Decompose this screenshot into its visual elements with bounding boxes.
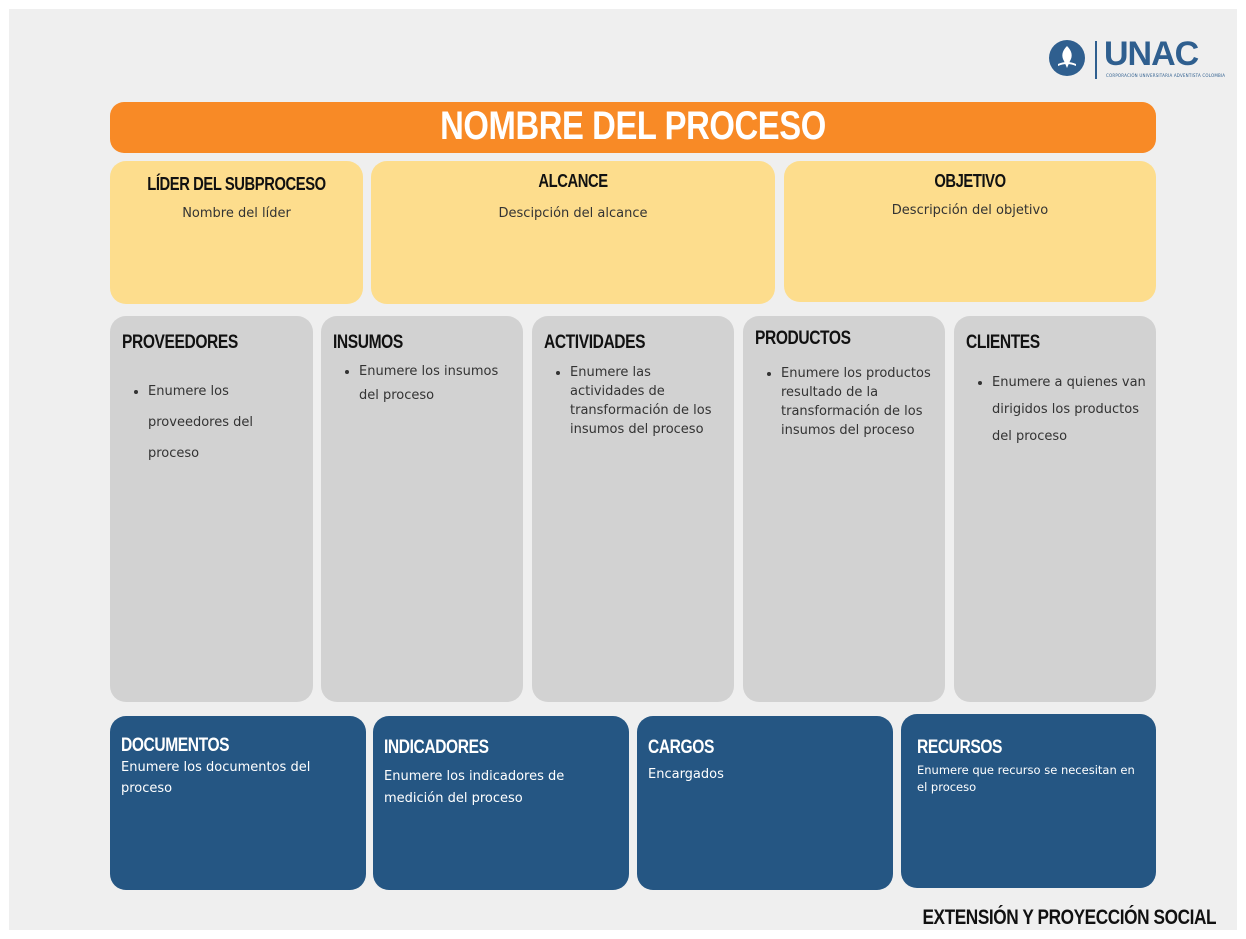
list-item: Enumere a quienes van dirigidos los prod…: [992, 369, 1146, 450]
process-title: NOMBRE DEL PROCESO: [440, 104, 826, 148]
resources-box: RECURSOS Enumere que recurso se necesita…: [901, 714, 1156, 888]
resources-heading: RECURSOS: [917, 737, 1003, 758]
products-heading: PRODUCTOS: [755, 328, 851, 349]
inputs-column: INSUMOS Enumere los insumos del proceso: [321, 316, 523, 702]
leader-text: Nombre del líder: [182, 206, 291, 221]
process-title-bar: NOMBRE DEL PROCESO: [110, 102, 1156, 153]
process-sheet: UNAC CORPORACIÓN UNIVERSITARIA ADVENTIST…: [9, 9, 1237, 930]
documents-heading: DOCUMENTOS: [121, 735, 230, 756]
inputs-list: Enumere los insumos del proceso: [333, 360, 513, 408]
resources-text: Enumere que recurso se necesitan en el p…: [917, 763, 1135, 794]
indicators-text: Enumere los indicadores de medición del …: [384, 769, 565, 806]
logo-subtitle: CORPORACIÓN UNIVERSITARIA ADVENTISTA COL…: [1106, 73, 1226, 78]
suppliers-column: PROVEEDORES Enumere los proveedores del …: [110, 316, 313, 702]
list-item: Enumere las actividades de transformació…: [570, 363, 724, 439]
objective-box: OBJETIVO Descripción del objetivo: [784, 161, 1156, 302]
footer-department: EXTENSIÓN Y PROYECCIÓN SOCIAL: [922, 906, 1216, 929]
indicators-heading: INDICADORES: [384, 737, 489, 758]
products-column: PRODUCTOS Enumere los productos resultad…: [743, 316, 945, 702]
logo-separator: [1095, 41, 1097, 79]
activities-heading: ACTIVIDADES: [544, 332, 646, 353]
leader-heading: LÍDER DEL SUBPROCESO: [147, 174, 326, 194]
products-list: Enumere los productos resultado de la tr…: [755, 364, 935, 440]
objective-heading: OBJETIVO: [934, 171, 1006, 191]
scope-text: Descipción del alcance: [498, 206, 648, 221]
clients-column: CLIENTES Enumere a quienes van dirigidos…: [954, 316, 1156, 702]
logo-wordmark: UNAC: [1104, 35, 1199, 73]
activities-column: ACTIVIDADES Enumere las actividades de t…: [532, 316, 734, 702]
positions-heading: CARGOS: [648, 737, 714, 758]
positions-box: CARGOS Encargados: [637, 716, 893, 890]
clients-heading: CLIENTES: [966, 332, 1040, 353]
suppliers-heading: PROVEEDORES: [122, 332, 238, 353]
documents-box: DOCUMENTOS Enumere los documentos del pr…: [110, 716, 366, 890]
documents-text: Enumere los documentos del proceso: [121, 760, 311, 796]
list-item: Enumere los insumos del proceso: [359, 360, 513, 408]
leader-box: LÍDER DEL SUBPROCESO Nombre del líder: [110, 161, 363, 304]
logo-emblem-icon: [1049, 40, 1085, 76]
scope-box: ALCANCE Descipción del alcance: [371, 161, 775, 304]
objective-text: Descripción del objetivo: [891, 203, 1049, 218]
activities-list: Enumere las actividades de transformació…: [544, 363, 724, 439]
positions-text: Encargados: [648, 767, 724, 782]
suppliers-list: Enumere los proveedores del proceso: [122, 376, 303, 469]
scope-heading: ALCANCE: [538, 171, 608, 191]
list-item: Enumere los proveedores del proceso: [148, 376, 303, 469]
unac-logo: UNAC CORPORACIÓN UNIVERSITARIA ADVENTIST…: [1049, 35, 1225, 85]
list-item: Enumere los productos resultado de la tr…: [781, 364, 935, 440]
indicators-box: INDICADORES Enumere los indicadores de m…: [373, 716, 629, 890]
inputs-heading: INSUMOS: [333, 332, 403, 353]
clients-list: Enumere a quienes van dirigidos los prod…: [966, 369, 1146, 450]
